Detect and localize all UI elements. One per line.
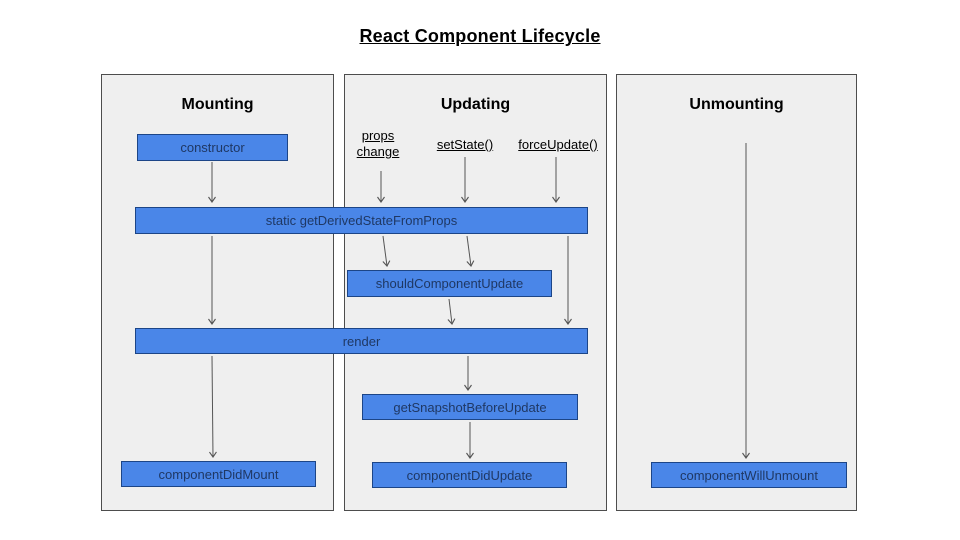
panel-mounting-header: Mounting: [181, 96, 254, 113]
panel-unmounting-header: Unmounting: [689, 96, 784, 113]
trigger-forceupdate-label: forceUpdate(): [518, 137, 598, 152]
diagram-title: React Component Lifecycle: [359, 26, 601, 46]
trigger-setstate-label: setState(): [436, 137, 494, 152]
node-component-will-unmount: componentWillUnmount: [651, 462, 847, 488]
node-component-did-mount: componentDidMount: [121, 461, 316, 487]
panel-updating-header: Updating: [440, 96, 511, 113]
node-component-did-update: componentDidUpdate: [372, 462, 567, 488]
node-should-component-update: shouldComponentUpdate: [347, 270, 552, 297]
node-get-snapshot-before-update: getSnapshotBeforeUpdate: [362, 394, 578, 420]
node-constructor: constructor: [137, 134, 288, 161]
node-render: render: [135, 328, 588, 354]
trigger-forceupdate: forceUpdate(): [506, 137, 610, 153]
trigger-props-change: props change: [338, 128, 418, 160]
node-get-derived-state-from-props: static getDerivedStateFromProps: [135, 207, 588, 234]
panel-unmounting: Unmounting: [616, 74, 857, 511]
trigger-setstate: setState(): [425, 137, 505, 153]
trigger-props-change-line1: props: [361, 128, 395, 143]
trigger-props-change-line2: change: [356, 144, 400, 159]
